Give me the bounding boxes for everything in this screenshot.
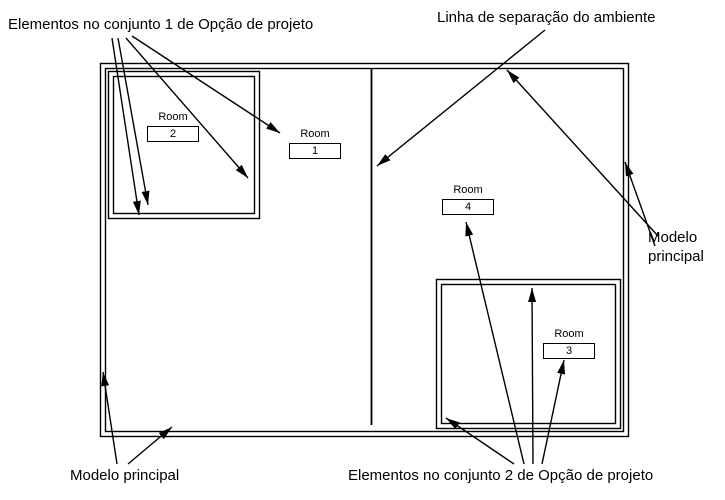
arrow — [131, 35, 281, 134]
arrow — [117, 37, 150, 206]
option-set1-room-walls — [107, 70, 261, 220]
annotation-set2: Elementos no conjunto 2 de Opção de proj… — [348, 467, 654, 484]
arrow — [506, 69, 659, 237]
room-tag-number: 4 — [442, 199, 494, 215]
arrow — [465, 221, 525, 465]
room2-inner-wall — [112, 75, 256, 215]
callout-arrow-separation — [376, 29, 546, 167]
arrow — [127, 426, 173, 465]
annotation-main-model-bottom: Modelo principal — [70, 467, 180, 484]
room-tag-label: Room — [300, 128, 330, 140]
arrow — [445, 417, 515, 465]
option-set2-room-walls — [435, 278, 622, 430]
arrow — [528, 287, 537, 465]
arrow — [541, 359, 566, 465]
arrow — [125, 37, 249, 179]
room-tag-2: Room 2 — [147, 111, 199, 142]
room3-outer-wall — [435, 278, 622, 430]
arrow — [376, 29, 546, 167]
room-tag-number: 1 — [289, 143, 341, 159]
arrow — [111, 37, 141, 216]
callout-arrows-set1 — [111, 35, 281, 216]
inner-wall-line — [104, 67, 625, 433]
room-tag-number: 3 — [543, 343, 595, 359]
callout-arrows-main-model-bottom — [101, 371, 173, 465]
annotation-main-model-right: Modelo principal — [648, 229, 704, 265]
room-tag-label: Room — [453, 184, 483, 196]
callout-arrows-main-model-right — [506, 69, 659, 247]
annotation-separation-line: Linha de separação do ambiente — [437, 9, 656, 26]
room-tag-number: 2 — [147, 126, 199, 142]
main-model-outer-walls — [99, 62, 630, 438]
annotation-set1: Elementos no conjunto 1 de Opção de proj… — [8, 16, 314, 33]
room-tag-label: Room — [158, 111, 188, 123]
room-tag-4: Room 4 — [442, 184, 494, 215]
arrow — [101, 371, 118, 465]
room-tag-1: Room 1 — [289, 128, 341, 159]
room2-outer-wall — [107, 70, 261, 220]
arrow — [624, 161, 656, 247]
room-tag-label: Room — [554, 328, 584, 340]
callout-arrows-set2 — [445, 221, 566, 465]
outer-wall-line — [99, 62, 630, 438]
room-tag-3: Room 3 — [543, 328, 595, 359]
room3-inner-wall — [440, 283, 617, 425]
